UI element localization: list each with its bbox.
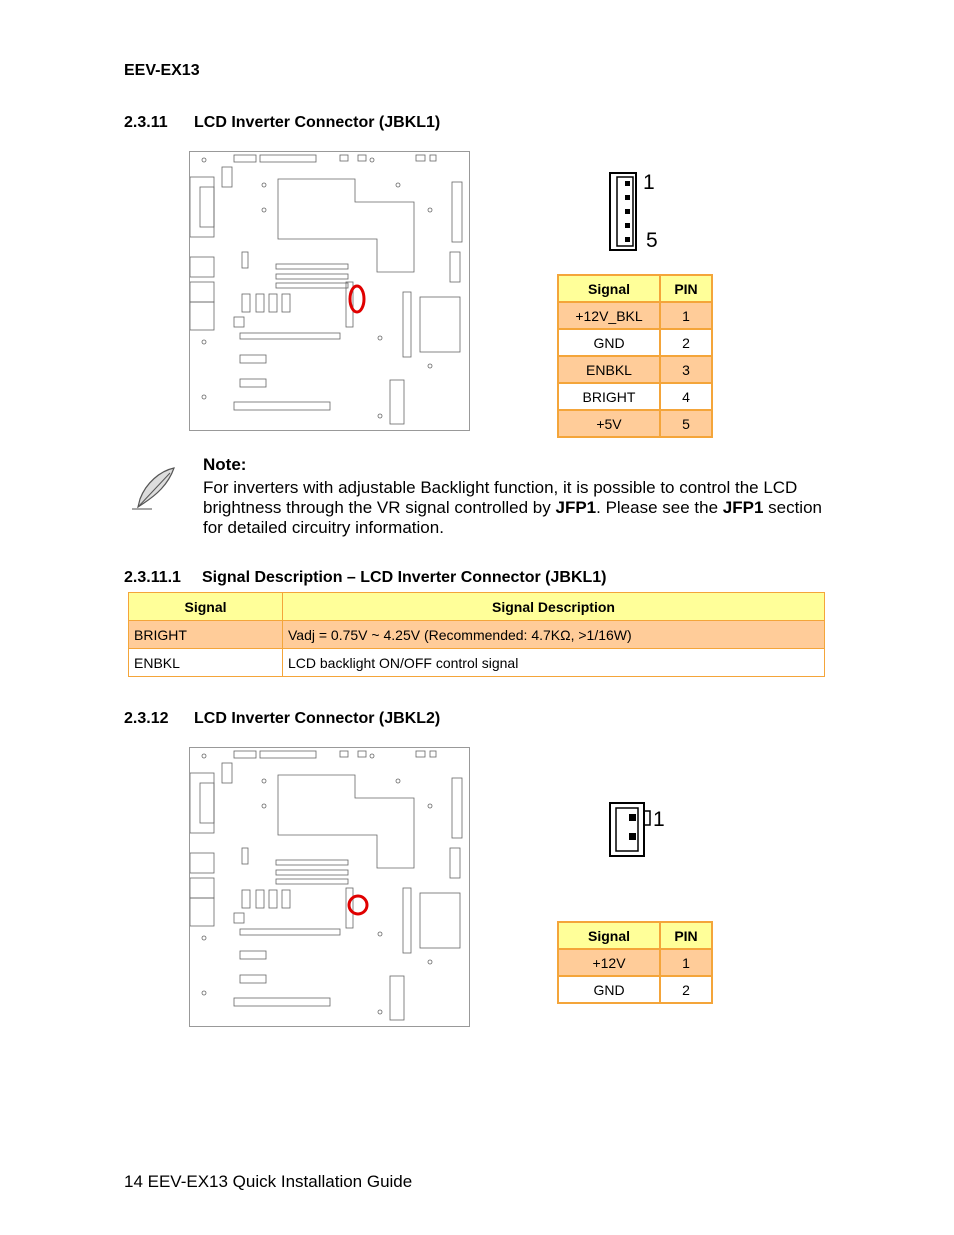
pin-label-1: 1 bbox=[643, 171, 655, 194]
pin-cell: 1 bbox=[659, 948, 713, 977]
section-title: LCD Inverter Connector (JBKL2) bbox=[194, 710, 441, 727]
note-bold-jfp1: JFP1 bbox=[555, 498, 597, 517]
signal-description-table: Signal Signal Description BRIGHT Vadj = … bbox=[128, 592, 825, 677]
section-title: Signal Description – LCD Inverter Connec… bbox=[202, 569, 607, 586]
pin-label-1: 1 bbox=[653, 808, 665, 831]
table-row: ENBKL LCD backlight ON/OFF control signa… bbox=[128, 648, 825, 677]
pin-cell: 5 bbox=[659, 409, 713, 438]
document-header: EEV-EX13 bbox=[124, 62, 200, 79]
table-row: +5V 5 bbox=[557, 409, 713, 438]
table-row: ENBKL 3 bbox=[557, 355, 713, 384]
table-row: GND 2 bbox=[557, 328, 713, 357]
col-header-signal: Signal bbox=[128, 592, 283, 621]
col-header-pin: PIN bbox=[659, 274, 713, 303]
signal-cell: GND bbox=[557, 975, 661, 1004]
description-cell: Vadj = 0.75V ~ 4.25V (Recommended: 4.7KΩ… bbox=[282, 620, 825, 649]
table-row: GND 2 bbox=[557, 975, 713, 1004]
description-cell: LCD backlight ON/OFF control signal bbox=[282, 648, 825, 677]
note-text-part: For inverters with adjustable Backlight … bbox=[203, 478, 798, 517]
jbkl1-pin-table: Signal PIN +12V_BKL 1 GND 2 ENBKL 3 BRIG… bbox=[557, 274, 713, 438]
section-number: 2.3.11.1 bbox=[124, 569, 181, 586]
signal-cell: +5V bbox=[557, 409, 661, 438]
note-text-part: section for detailed circuitry informati… bbox=[203, 498, 822, 537]
signal-cell: ENBKL bbox=[557, 355, 661, 384]
signal-cell: GND bbox=[557, 328, 661, 357]
table-row: +12V_BKL 1 bbox=[557, 301, 713, 330]
motherboard-diagram-jbkl2 bbox=[189, 747, 470, 1027]
note-bold-jfp1: JFP1 bbox=[722, 498, 764, 517]
feather-pen-icon bbox=[132, 467, 175, 510]
col-header-description: Signal Description bbox=[282, 592, 825, 621]
section-heading-signal-description: 2.3.11.1 Signal Description – LCD Inverte… bbox=[124, 569, 607, 587]
pin-label-5: 5 bbox=[646, 229, 658, 252]
col-header-signal: Signal bbox=[557, 274, 661, 303]
pin-cell: 3 bbox=[659, 355, 713, 384]
section-heading-jbkl1: 2.3.11 LCD Inverter Connector (JBKL1) bbox=[124, 114, 440, 132]
note-title: Note: bbox=[203, 455, 247, 474]
jbkl1-highlight bbox=[348, 284, 366, 314]
col-header-pin: PIN bbox=[659, 921, 713, 950]
signal-cell: ENBKL bbox=[128, 648, 283, 677]
jbkl2-pin-table: Signal PIN +12V 1 GND 2 bbox=[557, 921, 713, 1004]
pin-cell: 2 bbox=[659, 328, 713, 357]
signal-cell: +12V bbox=[557, 948, 661, 977]
pin-cell: 2 bbox=[659, 975, 713, 1004]
signal-cell: BRIGHT bbox=[128, 620, 283, 649]
col-header-signal: Signal bbox=[557, 921, 661, 950]
section-number: 2.3.11 bbox=[124, 114, 168, 131]
pin-cell: 1 bbox=[659, 301, 713, 330]
jbkl2-highlight bbox=[347, 894, 369, 916]
signal-cell: +12V_BKL bbox=[557, 301, 661, 330]
table-row: BRIGHT Vadj = 0.75V ~ 4.25V (Recommended… bbox=[128, 620, 825, 649]
note-text-part: . Please see the bbox=[596, 498, 723, 517]
signal-cell: BRIGHT bbox=[557, 382, 661, 411]
page-footer: 14 EEV-EX13 Quick Installation Guide bbox=[124, 1172, 413, 1191]
note-text: For inverters with adjustable Backlight … bbox=[203, 478, 833, 538]
table-row: BRIGHT 4 bbox=[557, 382, 713, 411]
section-number: 2.3.12 bbox=[124, 710, 169, 727]
motherboard-diagram-jbkl1 bbox=[189, 151, 470, 431]
section-title: LCD Inverter Connector (JBKL1) bbox=[194, 114, 441, 131]
connector-5pin-icon bbox=[609, 172, 637, 251]
connector-2pin-icon bbox=[609, 802, 651, 857]
section-heading-jbkl2: 2.3.12 LCD Inverter Connector (JBKL2) bbox=[124, 710, 440, 728]
pin-cell: 4 bbox=[659, 382, 713, 411]
table-row: +12V 1 bbox=[557, 948, 713, 977]
